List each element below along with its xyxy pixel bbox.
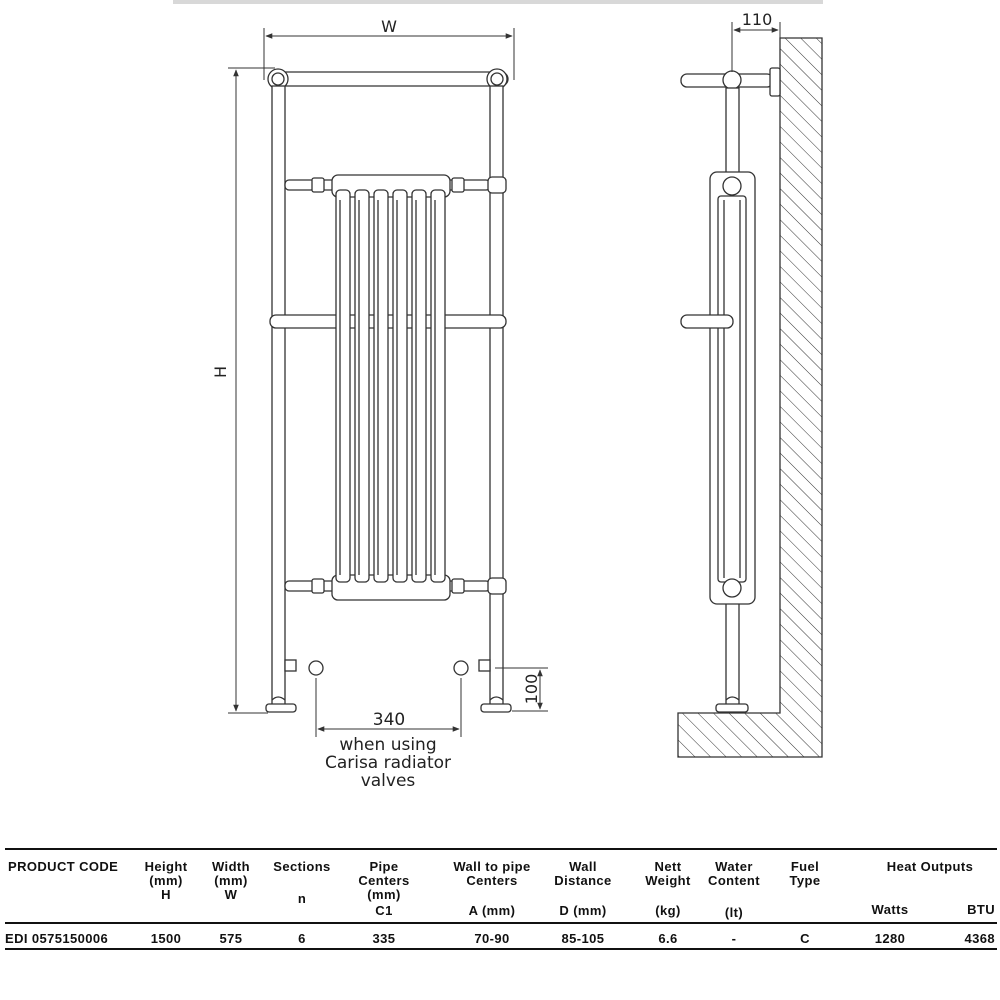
row-width: 575: [219, 931, 243, 946]
hdr-water-content-2: Content: [708, 873, 760, 888]
table-top-rule: [5, 848, 997, 850]
hdr-pipe-centers-1: Pipe: [369, 859, 399, 874]
row-nett-weight: 6.6: [658, 931, 678, 946]
left-leg: [271, 85, 286, 707]
dim-floor-offset-label: 100: [522, 674, 541, 705]
hdr-pipe-centers-3: (mm): [367, 887, 401, 902]
hdr-height-unit: (mm): [149, 873, 183, 888]
hdr-sections-sym: n: [297, 891, 307, 906]
hdr-nett-weight-1: Nett: [654, 859, 682, 874]
hdr-wall-to-pipe-1: Wall to pipe: [453, 859, 531, 874]
dim-width-label: W: [381, 17, 397, 36]
hdr-heat-outputs: Heat Outputs: [886, 859, 974, 874]
hdr-sections: Sections: [273, 859, 331, 874]
table-header-rule: [5, 922, 997, 924]
hdr-wall-distance-sym: D (mm): [559, 903, 607, 918]
row-btu: 4368: [964, 931, 995, 946]
hdr-fuel-type-2: Type: [789, 873, 821, 888]
hdr-btu: BTU: [967, 902, 995, 917]
row-pipe-centers: 335: [372, 931, 396, 946]
row-wall-to-pipe: 70-90: [474, 931, 510, 946]
hdr-pipe-centers-sym: C1: [375, 903, 393, 918]
row-fuel-type: C: [800, 931, 810, 946]
hdr-fuel-type-1: Fuel: [790, 859, 820, 874]
right-pipe-center: [453, 660, 469, 676]
dim-pipe-centers-label: 340: [373, 710, 405, 730]
hdr-water-content-unit: (lt): [724, 905, 744, 920]
hdr-pipe-centers-2: Centers: [358, 873, 410, 888]
hdr-nett-weight-unit: (kg): [655, 903, 681, 918]
wall-section: [677, 37, 823, 758]
row-sections: 6: [298, 931, 306, 946]
hdr-width-unit: (mm): [214, 873, 248, 888]
hdr-water-content-1: Water: [715, 859, 753, 874]
top-rail: [277, 71, 509, 87]
hdr-height-sym: H: [161, 887, 171, 902]
spec-table: PRODUCT CODE Height (mm) H Width (mm) W …: [0, 846, 1000, 951]
front-view: [265, 68, 512, 713]
hdr-height: Height: [144, 859, 188, 874]
left-foot: [265, 703, 297, 713]
hdr-wall-to-pipe-2: Centers: [466, 873, 518, 888]
left-valve-marker: [284, 659, 297, 672]
right-foot: [480, 703, 512, 713]
side-view: [680, 67, 781, 713]
row-water-content: -: [731, 931, 737, 946]
note-line-1: when using: [339, 735, 436, 755]
dim-wall-offset-label: 110: [742, 10, 773, 29]
column-radiator: [331, 174, 451, 601]
hdr-width: Width: [212, 859, 250, 874]
radiator-technical-drawing: W H 340 100 when using Carisa radiator v…: [173, 0, 823, 791]
top-strip: [173, 0, 823, 4]
hdr-product-code: PRODUCT CODE: [8, 859, 119, 874]
side-dimensions: [731, 22, 781, 72]
dim-height-label: H: [211, 366, 230, 378]
right-valve-marker: [478, 659, 491, 672]
hdr-nett-weight-2: Weight: [645, 873, 691, 888]
row-product-code: EDI 0575150006: [5, 931, 109, 946]
table-bottom-rule: [5, 948, 997, 950]
hdr-wall-distance-2: Distance: [554, 873, 612, 888]
front-dimensions: [228, 28, 548, 737]
hdr-watts: Watts: [871, 902, 909, 917]
hdr-wall-distance-1: Wall: [569, 859, 597, 874]
note-line-3: valves: [361, 771, 416, 791]
hdr-width-sym: W: [224, 887, 238, 902]
row-height: 1500: [150, 931, 182, 946]
note-line-2: Carisa radiator: [325, 753, 451, 773]
row-wall-distance: 85-105: [561, 931, 605, 946]
row-watts: 1280: [874, 931, 906, 946]
left-pipe-center: [308, 660, 324, 676]
hdr-wall-to-pipe-sym: A (mm): [468, 903, 516, 918]
